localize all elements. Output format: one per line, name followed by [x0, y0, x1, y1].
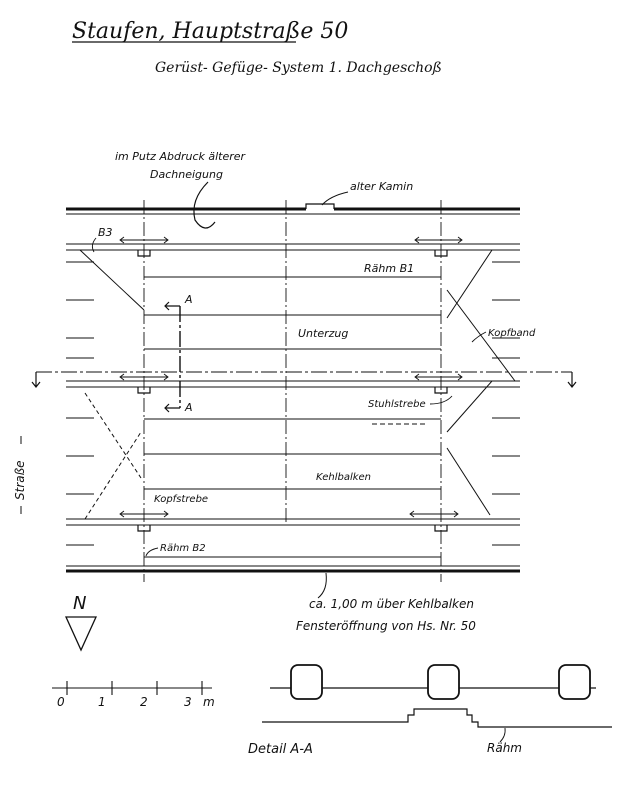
rahm-b2-label: Rähm B2: [160, 543, 206, 554]
post-marks: [137, 250, 448, 532]
title-text: Staufen, Hauptstraße 50: [72, 19, 348, 44]
detail-rahm-label: Rähm: [487, 741, 522, 755]
scale-tick-3: 3: [184, 695, 192, 709]
stuhlstrebe-label: Stuhlstrebe: [368, 399, 426, 410]
cross-section-line: [31, 371, 577, 388]
eaves-bottom: [66, 565, 520, 573]
stuhlstrebe-leader: [429, 395, 453, 405]
b3-leader: [91, 237, 97, 253]
axis-lines: [143, 200, 442, 582]
detail-a-a: [262, 664, 612, 743]
north-label: N: [73, 593, 86, 614]
scale-tick-1: 1: [98, 695, 106, 709]
rahm-b1-label: Rähm B1: [364, 262, 414, 275]
b3-label: B3: [98, 226, 113, 239]
kamin-leader: [321, 191, 349, 206]
strasse-label: Straße: [13, 460, 27, 500]
section-a-bottom-label: A: [184, 401, 193, 414]
dachneigung-leader: [193, 181, 216, 229]
note-line2: Fensteröffnung von Hs. Nr. 50: [296, 619, 476, 633]
kehlbalken-label: Kehlbalken: [316, 472, 371, 483]
rahm-b2-leader: [145, 547, 159, 557]
kopfband-label: Kopfband: [488, 328, 536, 339]
joint-arrows: [119, 236, 463, 518]
kehlbalken-lines: [144, 276, 441, 558]
note-line1: ca. 1,00 m über Kehlbalken: [309, 597, 474, 611]
north-arrow-icon: [64, 616, 98, 652]
unterzug-label: Unterzug: [298, 327, 348, 340]
braces: [79, 249, 516, 520]
section-a-a-line: [164, 301, 181, 413]
kopfband-leader: [471, 331, 487, 343]
rahm-bands: [66, 243, 520, 526]
scale-tick-0: 0: [57, 695, 65, 709]
kopfstrebe-label: Kopfstrebe: [154, 494, 208, 505]
subtitle-text: Gerüst- Gefüge- System 1. Dachgeschoß: [155, 60, 442, 76]
note-leader: [317, 572, 327, 599]
section-a-top-label: A: [184, 293, 193, 306]
scale-tick-2: 2: [140, 695, 148, 709]
dachneigung-label: Dachneigung: [150, 168, 223, 181]
detail-label: Detail A-A: [248, 742, 313, 757]
rafters: [66, 261, 520, 546]
kamin-label: alter Kamin: [350, 180, 413, 193]
eaves-top: [66, 203, 520, 215]
putz-label: im Putz Abdruck älterer: [115, 150, 247, 163]
scale-bar: [52, 681, 212, 695]
scale-unit: m: [203, 695, 215, 709]
